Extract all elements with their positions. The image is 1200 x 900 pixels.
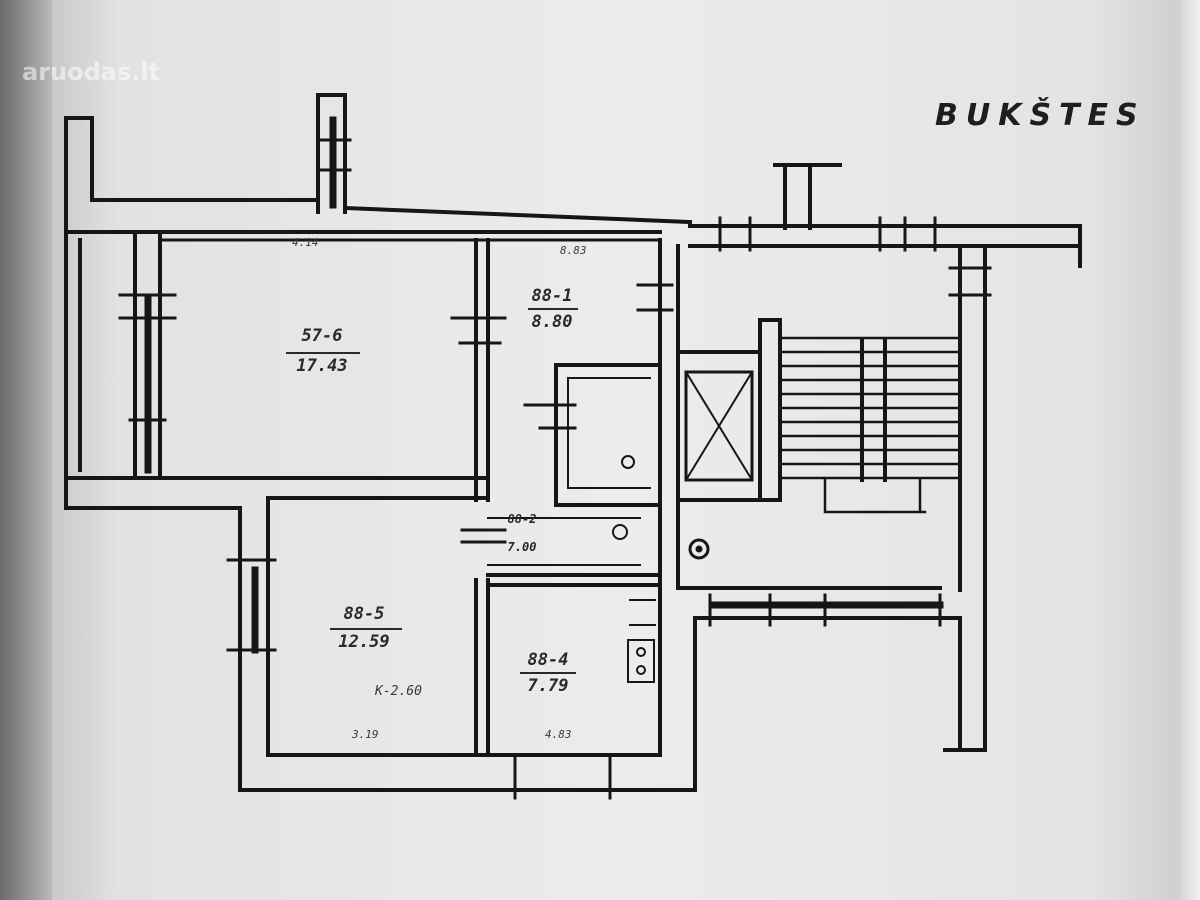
door-mark (460, 528, 507, 544)
burner (636, 647, 646, 657)
wall-hatch (144, 116, 944, 654)
chimney-core (695, 545, 703, 553)
door-mark (450, 316, 507, 345)
door-mark (708, 593, 942, 627)
stair-step (778, 336, 962, 480)
window-mark (513, 753, 612, 800)
stair-rail (860, 338, 887, 482)
counter-mark (629, 599, 656, 626)
burner (636, 665, 646, 675)
shaft-box (684, 370, 754, 482)
interior-walls (133, 230, 782, 757)
vent-mark (718, 216, 937, 252)
toilet-icon (621, 455, 635, 469)
stove-box (627, 639, 655, 683)
wall-segment (342, 205, 693, 225)
shaft-cross (684, 370, 754, 482)
opening-marks (118, 138, 992, 800)
door-mark (636, 283, 674, 312)
outer-walls (64, 93, 1082, 792)
elevator-shaft-icon (684, 370, 754, 482)
chimney-icon (688, 538, 710, 560)
staircase-icon (778, 336, 962, 514)
stair-landing (823, 478, 927, 514)
door-mark (948, 266, 992, 297)
page-edge (1180, 0, 1200, 900)
stove-icon (627, 639, 655, 683)
sink-icon (612, 524, 628, 540)
book-binding-edge (0, 0, 52, 900)
watermark-logo: aruodas.lt (22, 58, 161, 86)
door-mark (523, 403, 577, 430)
street-name-title: BUKŠTES (935, 98, 1146, 133)
